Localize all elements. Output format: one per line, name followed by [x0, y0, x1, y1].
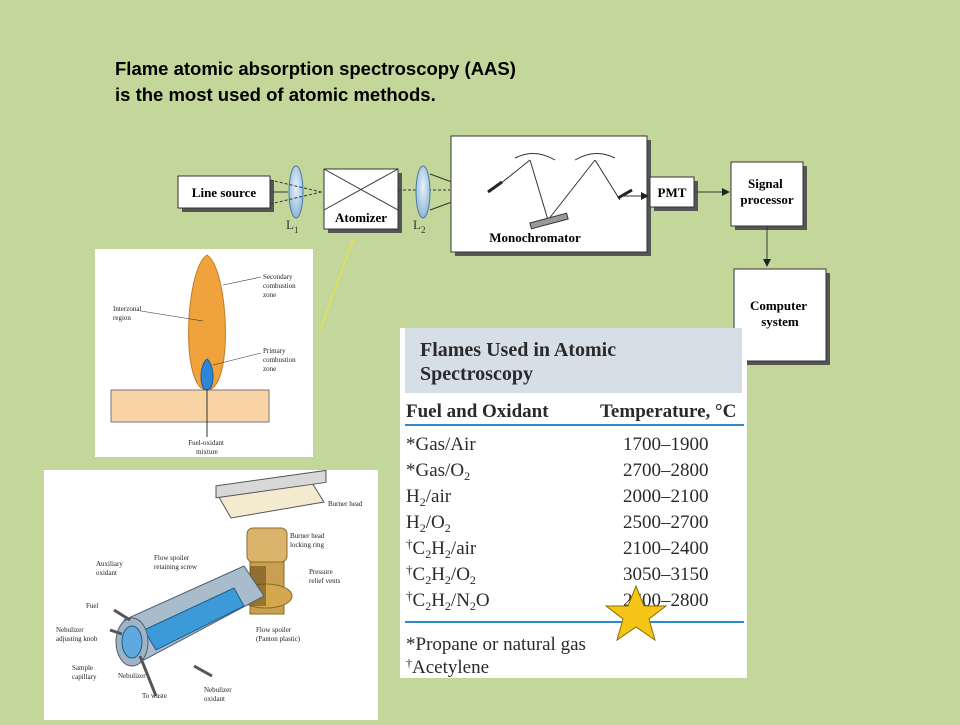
- flame-zones-figure: Secondary combustion zone Interzonal reg…: [95, 249, 313, 457]
- line-source-label: Line source: [192, 185, 257, 200]
- table-title: Flames Used in Atomic Spectroscopy: [420, 339, 621, 385]
- star-icon: [604, 584, 668, 642]
- svg-text:2100–2400: 2100–2400: [623, 538, 709, 559]
- nebulizer-knob-label: Nebulizer adjusting knob: [56, 626, 98, 643]
- slide-title: Flame atomic absorption spectroscopy (AA…: [115, 56, 675, 108]
- svg-text:*Gas/O2: *Gas/O2: [406, 460, 470, 483]
- svg-text:†C2H2/N2O: †C2H2/N2O: [406, 588, 490, 613]
- to-waste-label: To waste: [142, 692, 167, 700]
- svg-text:1700–1900: 1700–1900: [623, 434, 709, 455]
- computer-system-box: [733, 268, 827, 362]
- primary-zone-label: Primary combustion zone: [263, 347, 297, 373]
- burner-assembly-figure: Burner head Burner head locking ring Aux…: [44, 469, 378, 720]
- table-row: *Gas/Air 1700–1900: [406, 434, 709, 455]
- table-row: †C2H2/air 2100–2400: [406, 536, 709, 561]
- auxiliary-oxidant-label: Auxiliary oxidant: [96, 560, 125, 577]
- table-row: H2/air 2000–2100: [406, 486, 709, 509]
- table-footnote-1: *Propane or natural gas: [406, 634, 586, 655]
- svg-text:†C2H2/O2: †C2H2/O2: [406, 562, 476, 587]
- secondary-zone-label: Secondary combustion zone: [263, 273, 297, 299]
- title-line-2: is the most used of atomic methods.: [115, 84, 436, 105]
- nebulizer-label: Nebulizer: [118, 672, 146, 680]
- computer-system-label: Computer system: [750, 298, 810, 329]
- svg-text:H2/O2: H2/O2: [406, 512, 451, 535]
- atomizer-box: [323, 168, 399, 230]
- atomizer-label: Atomizer: [335, 210, 387, 225]
- col-header-fuel: Fuel and Oxidant: [406, 401, 549, 422]
- lens-1: [288, 165, 304, 219]
- col-header-temp: Temperature, °C: [600, 401, 736, 422]
- table-row: †C2H2/O2 3050–3150: [406, 562, 709, 587]
- svg-text:2700–2800: 2700–2800: [623, 460, 709, 481]
- spoiler-screw-label: Flow spoiler retaining screw: [154, 554, 198, 571]
- fuel-mixture-label: Fuel-oxidant mixture: [188, 439, 226, 456]
- burner-head-label: Burner head: [328, 500, 363, 508]
- table-row: *Gas/O2 2700–2800: [406, 460, 709, 483]
- sample-capillary-label: Sample capillary: [72, 664, 97, 681]
- monochromator-label: Monochromator: [489, 230, 581, 245]
- svg-text:†C2H2/air: †C2H2/air: [406, 536, 477, 561]
- flow-spoiler-label: Flow spoiler (Panton plastic): [256, 626, 301, 643]
- fuel-label: Fuel: [86, 602, 99, 610]
- lens-2-label: L2: [413, 217, 425, 235]
- pressure-vents-label: Pressure relief vents: [309, 568, 341, 585]
- title-line-1: Flame atomic absorption spectroscopy (AA…: [115, 58, 516, 79]
- lens-2: [415, 165, 431, 219]
- table-row: H2/O2 2500–2700: [406, 512, 709, 535]
- pmt-label: PMT: [658, 185, 687, 200]
- locking-ring-label: Burner head locking ring: [290, 532, 326, 549]
- flames-table: Flames Used in Atomic Spectroscopy Fuel …: [400, 328, 747, 678]
- svg-text:2500–2700: 2500–2700: [623, 512, 709, 533]
- aas-block-diagram: Line source L1 Atomizer L2 Monochromator…: [177, 135, 830, 365]
- svg-text:H2/air: H2/air: [406, 486, 452, 509]
- svg-text:2000–2100: 2000–2100: [623, 486, 709, 507]
- svg-text:*Gas/Air: *Gas/Air: [406, 434, 476, 455]
- table-footnote-2: †Acetylene: [406, 656, 489, 678]
- lens-1-label: L1: [286, 217, 298, 235]
- nebulizer-oxidant-label: Nebulizer oxidant: [204, 686, 233, 703]
- svg-text:3050–3150: 3050–3150: [623, 564, 709, 585]
- interzonal-label: Interzonal region: [113, 305, 143, 322]
- monochromator-box: [450, 135, 648, 253]
- signal-processor-label: Signal processor: [740, 176, 793, 207]
- table-row: †C2H2/N2O 2600–2800: [406, 588, 709, 613]
- connector-line: [319, 239, 354, 331]
